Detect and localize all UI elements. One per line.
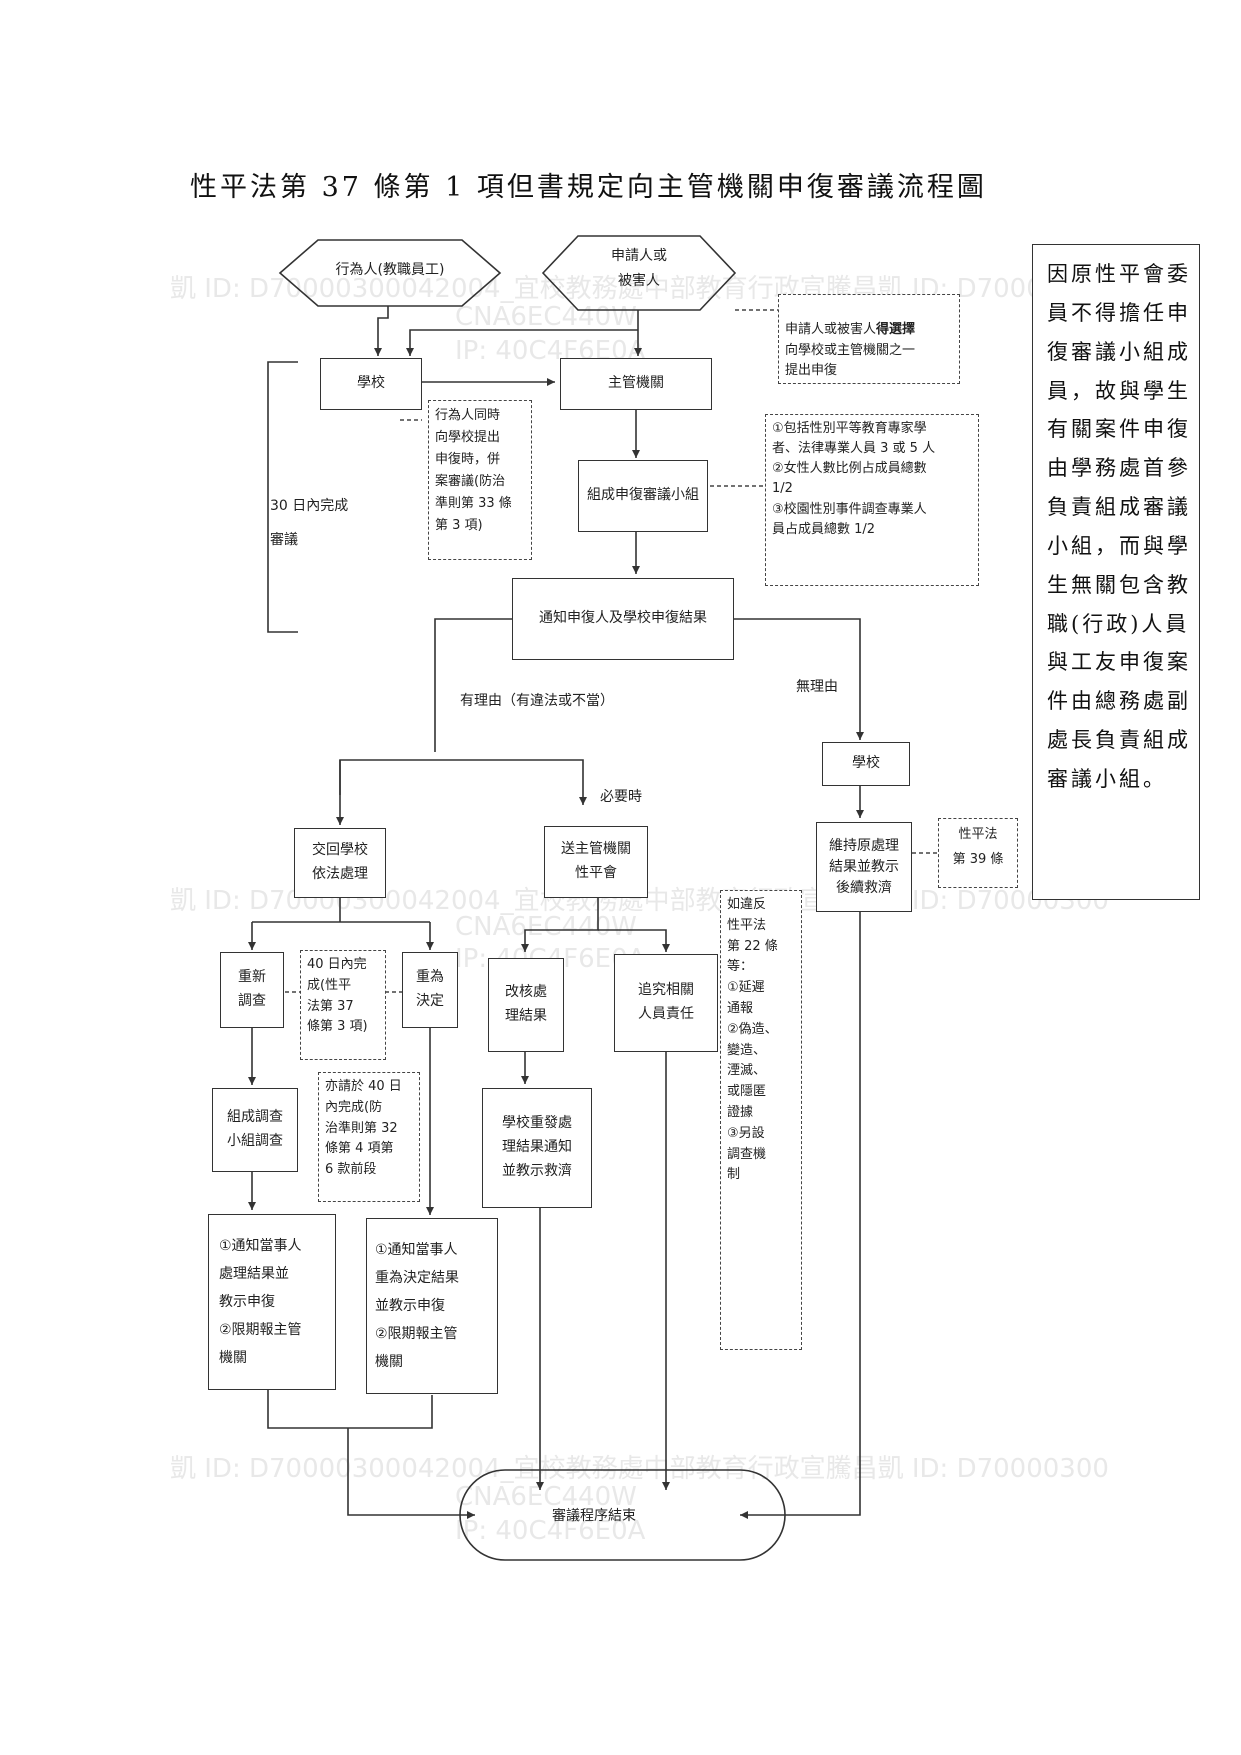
violation-note: 如違反 性平法 第 22 條 等： ①延遲 通報 ②偽造、 變造、 湮滅、 或隱… bbox=[720, 890, 802, 1350]
applicant-hexagon bbox=[541, 235, 737, 311]
page-title: 性平法第 37 條第 1 項但書規定向主管機關申復審議流程圖 bbox=[190, 172, 987, 203]
watermark-line: IP: 40C4F6E0A bbox=[455, 1516, 646, 1546]
law39-note: 性平法 第 39 條 bbox=[938, 818, 1018, 888]
forty-days-note: 40 日內完 成(性平 法第 37 條第 3 項) bbox=[300, 950, 386, 1060]
choose-note-text: 申請人或被害人得選擇 向學校或主管機關之一 提出申復 bbox=[785, 321, 916, 379]
school-reissue-node: 學校重發處 理結果通知 並教示救濟 bbox=[482, 1088, 592, 1208]
thirty-days-label: 30 日內完成 審議 bbox=[270, 498, 349, 548]
watermark-line: CNA6EC440W bbox=[455, 1482, 637, 1512]
forty-days-b-note: 亦請於 40 日 內完成(防 治準則第 32 條第 4 項第 6 款前段 bbox=[318, 1072, 420, 1202]
notify-b-node: ①通知當事人 重為決定結果 並教示申復 ②限期報主管 機關 bbox=[366, 1218, 498, 1394]
school-right-node: 學校 bbox=[822, 742, 910, 786]
reinvestigate-node: 重新 調查 bbox=[220, 952, 284, 1028]
choose-note: 申請人或被害人得選擇 向學校或主管機關之一 提出申復 bbox=[778, 294, 960, 384]
notify-a-node: ①通知當事人 處理結果並 教示申復 ②限期報主管 機關 bbox=[208, 1214, 336, 1390]
necessary-label: 必要時 bbox=[600, 789, 642, 805]
form-investigation-node: 組成調查 小組調查 bbox=[212, 1088, 298, 1172]
watermark-line: CNA6EC440W bbox=[455, 912, 637, 942]
change-result-node: 改核處 理結果 bbox=[488, 958, 564, 1052]
send-authority-node: 送主管機關 性平會 bbox=[544, 826, 648, 898]
side-note: 因原性平會委員不得擔任申復審議小組成員，故與學生有關案件申復由學務處首參負責組成… bbox=[1032, 244, 1200, 900]
maintain-node: 維持原處理 結果並教示 後續救濟 bbox=[816, 822, 912, 912]
composition-note: ①包括性別平等教育專家學 者、法律專業人員 3 或 5 人 ②女性人數比例占成員… bbox=[765, 414, 979, 586]
committee-node: 組成申復審議小組 bbox=[578, 460, 708, 532]
concurrent-note: 行為人同時 向學校提出 申復時，併 案審議(防治 準則第 33 條 第 3 項) bbox=[428, 400, 532, 560]
end-terminator bbox=[459, 1469, 786, 1561]
redecide-node: 重為 決定 bbox=[402, 952, 458, 1028]
authority-node: 主管機關 bbox=[560, 358, 712, 410]
applicant-node: 申請人或 被害人 bbox=[611, 248, 667, 290]
end-node: 審議程序結束 bbox=[552, 1508, 636, 1524]
has-reason-label: 有理由（有違法或不當） bbox=[460, 693, 614, 709]
pursue-node: 追究相關 人員責任 bbox=[614, 954, 718, 1052]
watermark-line: 凱 ID: D70000300042004_宜校教務處中部教育行政宣騰昌凱 ID… bbox=[170, 1454, 1109, 1484]
no-reason-label: 無理由 bbox=[796, 679, 838, 695]
watermark-line: CNA6EC440W bbox=[455, 302, 637, 332]
actor-hexagon bbox=[278, 239, 502, 307]
school-node: 學校 bbox=[320, 358, 422, 410]
notify-node: 通知申復人及學校申復結果 bbox=[512, 578, 734, 660]
return-school-node: 交回學校 依法處理 bbox=[294, 828, 386, 898]
choose-emphasis: 得選擇 bbox=[876, 321, 916, 337]
actor-node: 行為人(教職員工) bbox=[335, 262, 445, 278]
